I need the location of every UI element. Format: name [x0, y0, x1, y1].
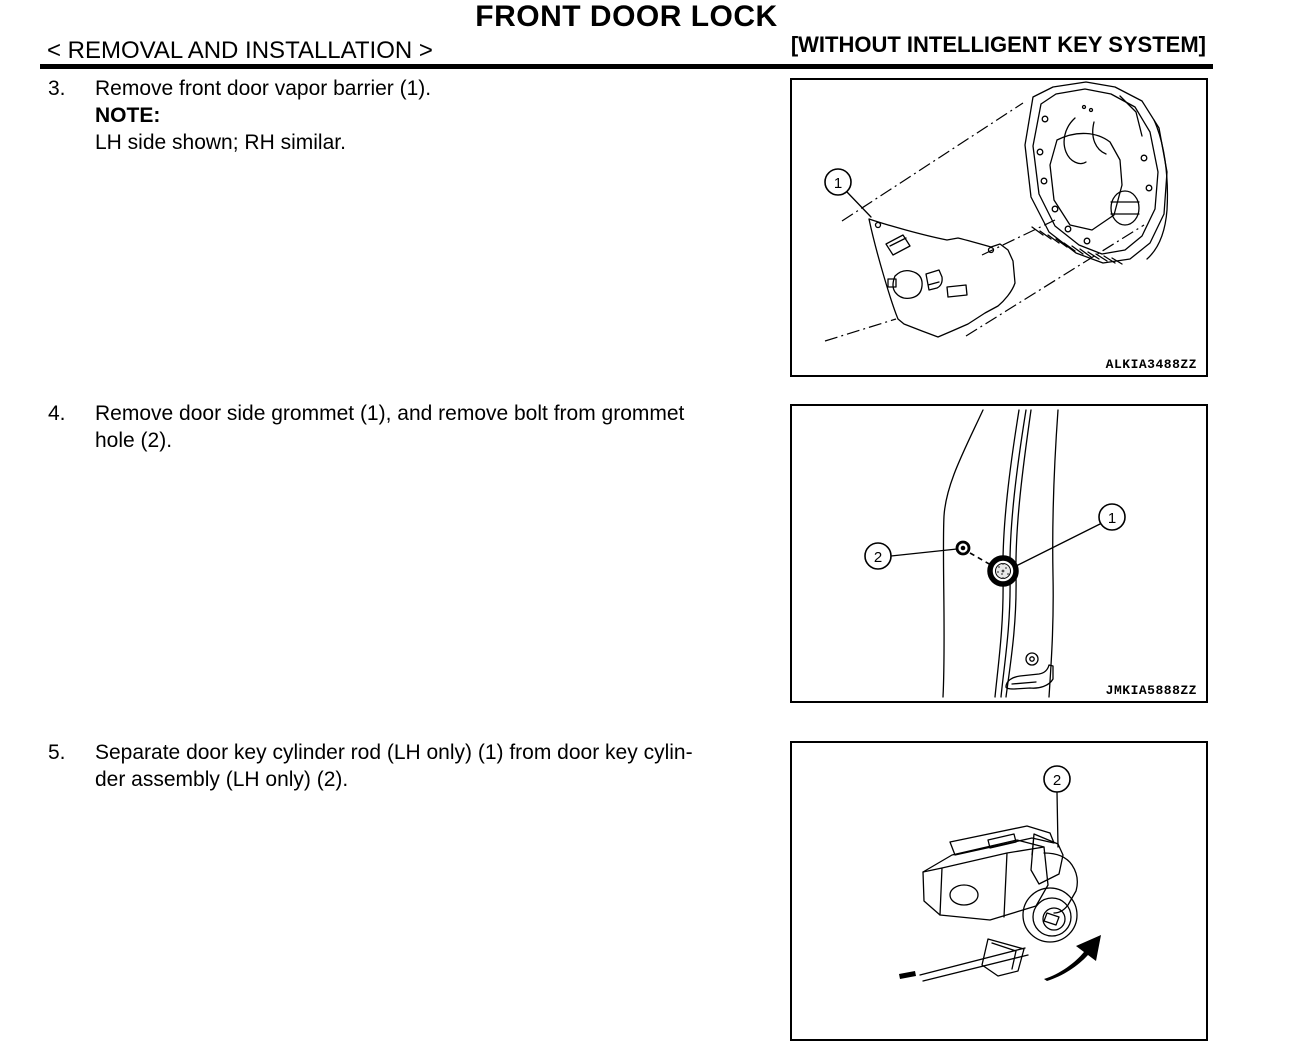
step-4-line2: hole (2). — [95, 429, 173, 452]
section-breadcrumb: < REMOVAL AND INSTALLATION > — [47, 37, 433, 64]
step-4-number: 4. — [48, 402, 66, 425]
grommet-illustration: 2 1 — [864, 409, 1126, 698]
fig2-callout-1: 1 — [1108, 510, 1116, 527]
rotation-arrow — [1044, 935, 1101, 981]
figure-code: ALKIA3488ZZ — [1105, 357, 1197, 372]
vapor-barrier-illustration: 1 — [824, 81, 1169, 342]
figure-key-cylinder: 2 — [790, 741, 1208, 1041]
fig2-callout-2-circle — [864, 542, 892, 570]
page-title: FRONT DOOR LOCK — [475, 0, 778, 33]
header-divider — [40, 64, 1213, 69]
step-3-text: Remove front door vapor barrier (1). NOT… — [95, 75, 431, 156]
fig3-callout-2: 2 — [1053, 772, 1061, 789]
step-4: 4. Remove door side grommet (1), and rem… — [48, 400, 684, 454]
step-5: 5. Separate door key cylinder rod (LH on… — [48, 739, 693, 793]
key-cylinder-illustration: 2 — [899, 765, 1101, 982]
fig3-callout-2-circle — [1043, 765, 1071, 793]
variant-label: [WITHOUT INTELLIGENT KEY SYSTEM] — [790, 32, 1206, 57]
figure-door-grommet: 2 1 JMKIA5888ZZ — [790, 404, 1208, 703]
step-4-text: Remove door side grommet (1), and remove… — [95, 400, 684, 454]
step-3-note-text: LH side shown; RH similar. — [95, 131, 346, 154]
step-4-line1: Remove door side grommet (1), and remove… — [95, 402, 685, 425]
step-5-line1: Separate door key cylinder rod (LH only)… — [95, 741, 693, 764]
fig1-callout-1: 1 — [834, 175, 842, 192]
step-5-text: Separate door key cylinder rod (LH only)… — [95, 739, 693, 793]
fig2-callout-2: 2 — [874, 549, 882, 566]
step-5-line2: der assembly (LH only) (2). — [95, 768, 349, 791]
step-5-number: 5. — [48, 741, 66, 764]
fig2-callout-1-circle — [1098, 503, 1126, 531]
step-3-line1: Remove front door vapor barrier (1). — [95, 77, 432, 100]
figure-code: JMKIA5888ZZ — [1105, 683, 1197, 698]
step-3-number: 3. — [48, 77, 66, 100]
step-3-note-label: NOTE: — [95, 104, 161, 127]
step-3: 3. Remove front door vapor barrier (1). … — [48, 75, 431, 156]
fig1-callout-1-circle — [824, 168, 852, 196]
figure-vapor-barrier: 1 ALKIA3488ZZ — [790, 78, 1208, 377]
